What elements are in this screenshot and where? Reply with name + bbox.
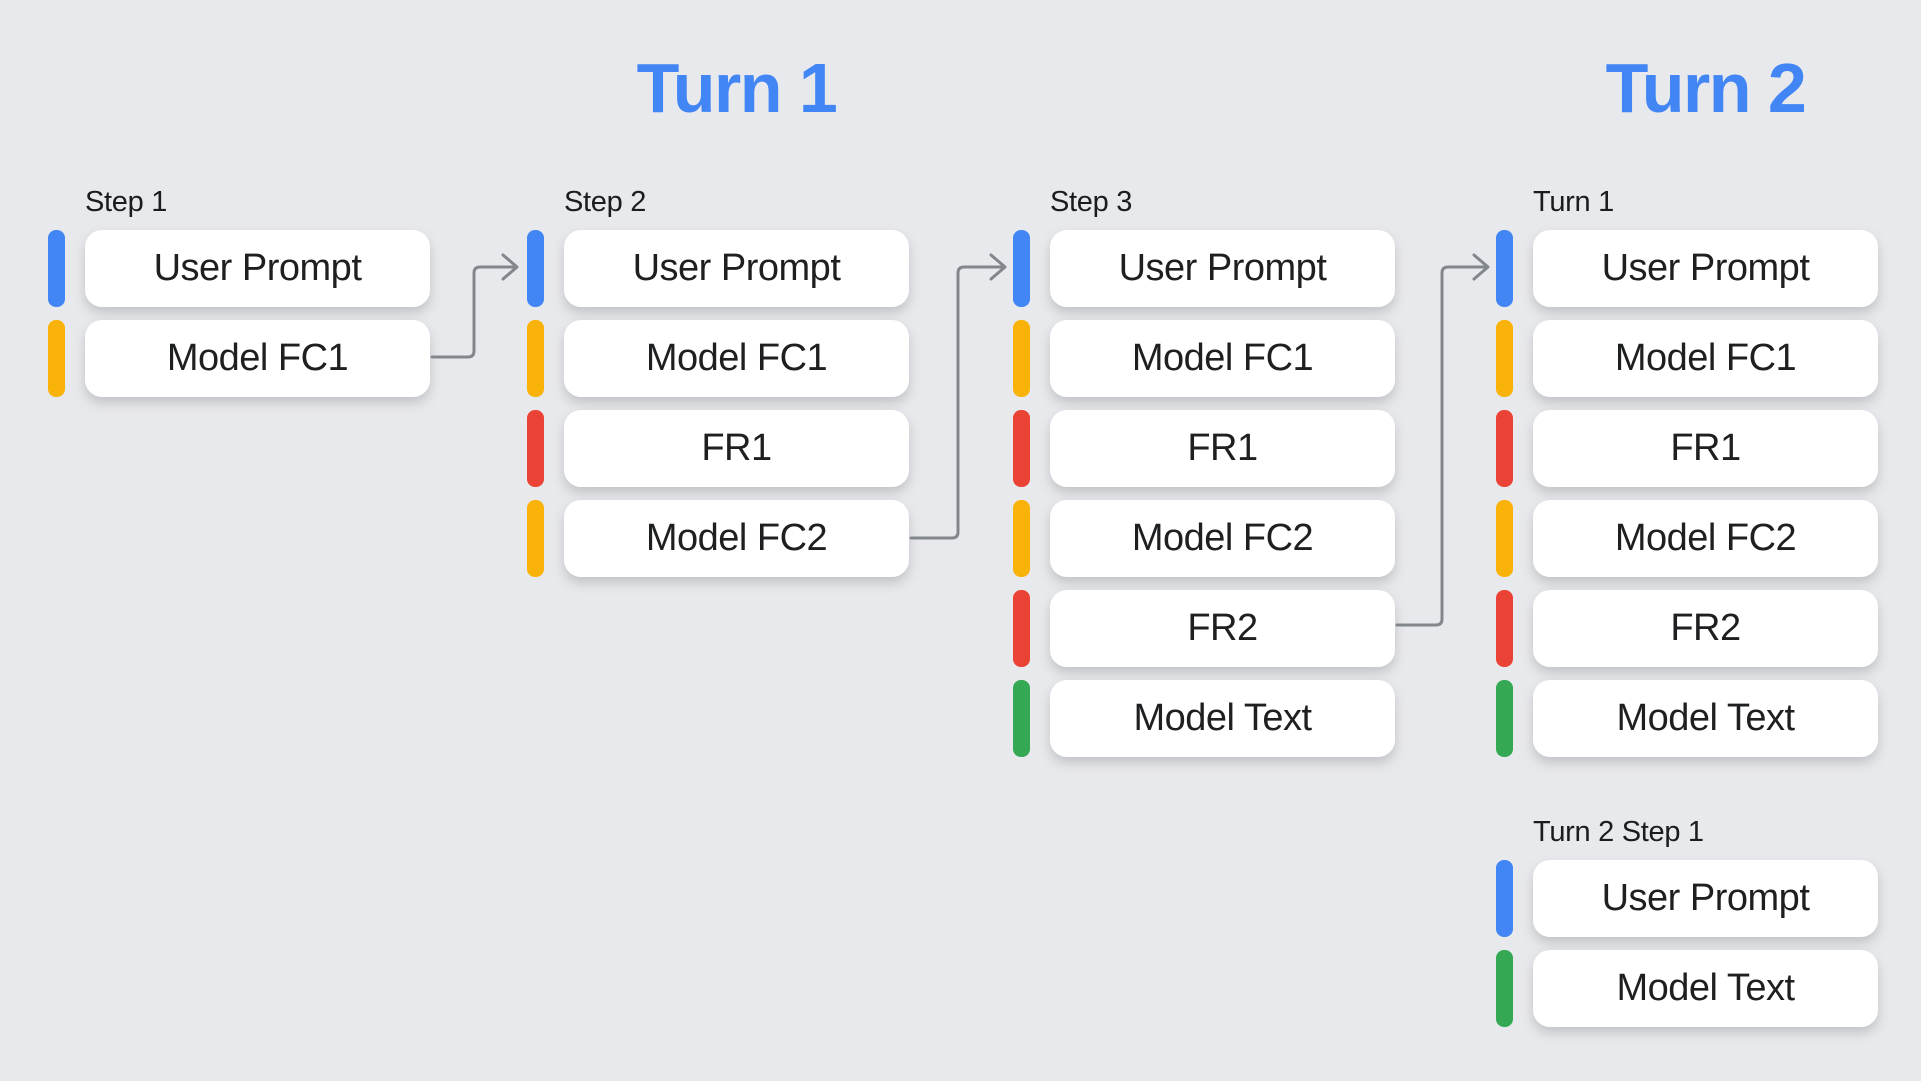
model-function-call-color-bar <box>1496 500 1513 577</box>
function-response-color-bar <box>1496 410 1513 487</box>
diagram-row: FR1 <box>1013 410 1395 487</box>
column-label: Turn 1 <box>1533 186 1614 218</box>
card-model-text: Model Text <box>1050 680 1395 757</box>
function-response-color-bar <box>1013 410 1030 487</box>
card-model-fc1: Model FC1 <box>85 320 430 397</box>
diagram-row: FR1 <box>527 410 909 487</box>
diagram-row: Model FC1 <box>1013 320 1395 397</box>
diagram-row: FR2 <box>1013 590 1395 667</box>
model-text-color-bar <box>1496 680 1513 757</box>
card-model-fc1: Model FC1 <box>564 320 909 397</box>
function-response-color-bar <box>1013 590 1030 667</box>
diagram-row: Model FC1 <box>48 320 430 397</box>
diagram-row: Model FC2 <box>527 500 909 577</box>
card-model-fc2: Model FC2 <box>1533 500 1878 577</box>
diagram-row: Model Text <box>1496 680 1878 757</box>
column-turn-1-history: Turn 1 User Prompt Model FC1 FR1 Model F… <box>1496 188 1878 770</box>
heading-turn-1: Turn 1 <box>636 49 838 127</box>
diagram-row: FR2 <box>1496 590 1878 667</box>
card-model-fc2: Model FC2 <box>1050 500 1395 577</box>
diagram-row: Model FC2 <box>1496 500 1878 577</box>
diagram-row: Model FC1 <box>1496 320 1878 397</box>
arrowhead-icon <box>501 253 519 281</box>
diagram-row: User Prompt <box>527 230 909 307</box>
card-user-prompt: User Prompt <box>1533 230 1878 307</box>
diagram-row: Model Text <box>1496 950 1878 1027</box>
card-model-fc1: Model FC1 <box>1050 320 1395 397</box>
user-prompt-color-bar <box>1013 230 1030 307</box>
function-response-color-bar <box>1496 590 1513 667</box>
diagram-row: Model Text <box>1013 680 1395 757</box>
diagram-row: User Prompt <box>48 230 430 307</box>
card-model-text: Model Text <box>1533 950 1878 1027</box>
column-label: Turn 2 Step 1 <box>1533 816 1704 848</box>
card-fr1: FR1 <box>1050 410 1395 487</box>
card-fr1: FR1 <box>1533 410 1878 487</box>
diagram-row: User Prompt <box>1496 230 1878 307</box>
column-step-2: Step 2 User Prompt Model FC1 FR1 Model F… <box>527 188 909 590</box>
diagram-row: User Prompt <box>1496 860 1878 937</box>
model-text-color-bar <box>1013 680 1030 757</box>
card-model-text: Model Text <box>1533 680 1878 757</box>
heading-turn-2: Turn 2 <box>1605 49 1807 127</box>
arrow-step3-to-turn1 <box>1395 253 1490 627</box>
arrowhead-icon <box>1472 253 1490 281</box>
model-function-call-color-bar <box>1496 320 1513 397</box>
user-prompt-color-bar <box>48 230 65 307</box>
model-function-call-color-bar <box>527 320 544 397</box>
column-turn-2-step-1: Turn 2 Step 1 User Prompt Model Text <box>1496 818 1878 1040</box>
card-model-fc1: Model FC1 <box>1533 320 1878 397</box>
user-prompt-color-bar <box>527 230 544 307</box>
model-text-color-bar <box>1496 950 1513 1027</box>
model-function-call-color-bar <box>527 500 544 577</box>
card-fr1: FR1 <box>564 410 909 487</box>
diagram-row: User Prompt <box>1013 230 1395 307</box>
card-model-fc2: Model FC2 <box>564 500 909 577</box>
function-response-color-bar <box>527 410 544 487</box>
user-prompt-color-bar <box>1496 230 1513 307</box>
column-label: Step 3 <box>1050 186 1133 218</box>
arrow-step2-to-step3 <box>909 253 1007 540</box>
card-user-prompt: User Prompt <box>1533 860 1878 937</box>
card-user-prompt: User Prompt <box>1050 230 1395 307</box>
model-function-call-color-bar <box>1013 320 1030 397</box>
user-prompt-color-bar <box>1496 860 1513 937</box>
column-label: Step 1 <box>85 186 168 218</box>
model-function-call-color-bar <box>1013 500 1030 577</box>
card-fr2: FR2 <box>1533 590 1878 667</box>
diagram-row: Model FC2 <box>1013 500 1395 577</box>
diagram-row: Model FC1 <box>527 320 909 397</box>
model-function-call-color-bar <box>48 320 65 397</box>
card-user-prompt: User Prompt <box>564 230 909 307</box>
card-fr2: FR2 <box>1050 590 1395 667</box>
column-step-1: Step 1 User Prompt Model FC1 <box>48 188 430 410</box>
arrow-step1-to-step2 <box>430 253 519 359</box>
card-user-prompt: User Prompt <box>85 230 430 307</box>
column-label: Step 2 <box>564 186 647 218</box>
diagram-row: FR1 <box>1496 410 1878 487</box>
column-step-3: Step 3 User Prompt Model FC1 FR1 Model F… <box>1013 188 1395 770</box>
arrowhead-icon <box>989 253 1007 281</box>
